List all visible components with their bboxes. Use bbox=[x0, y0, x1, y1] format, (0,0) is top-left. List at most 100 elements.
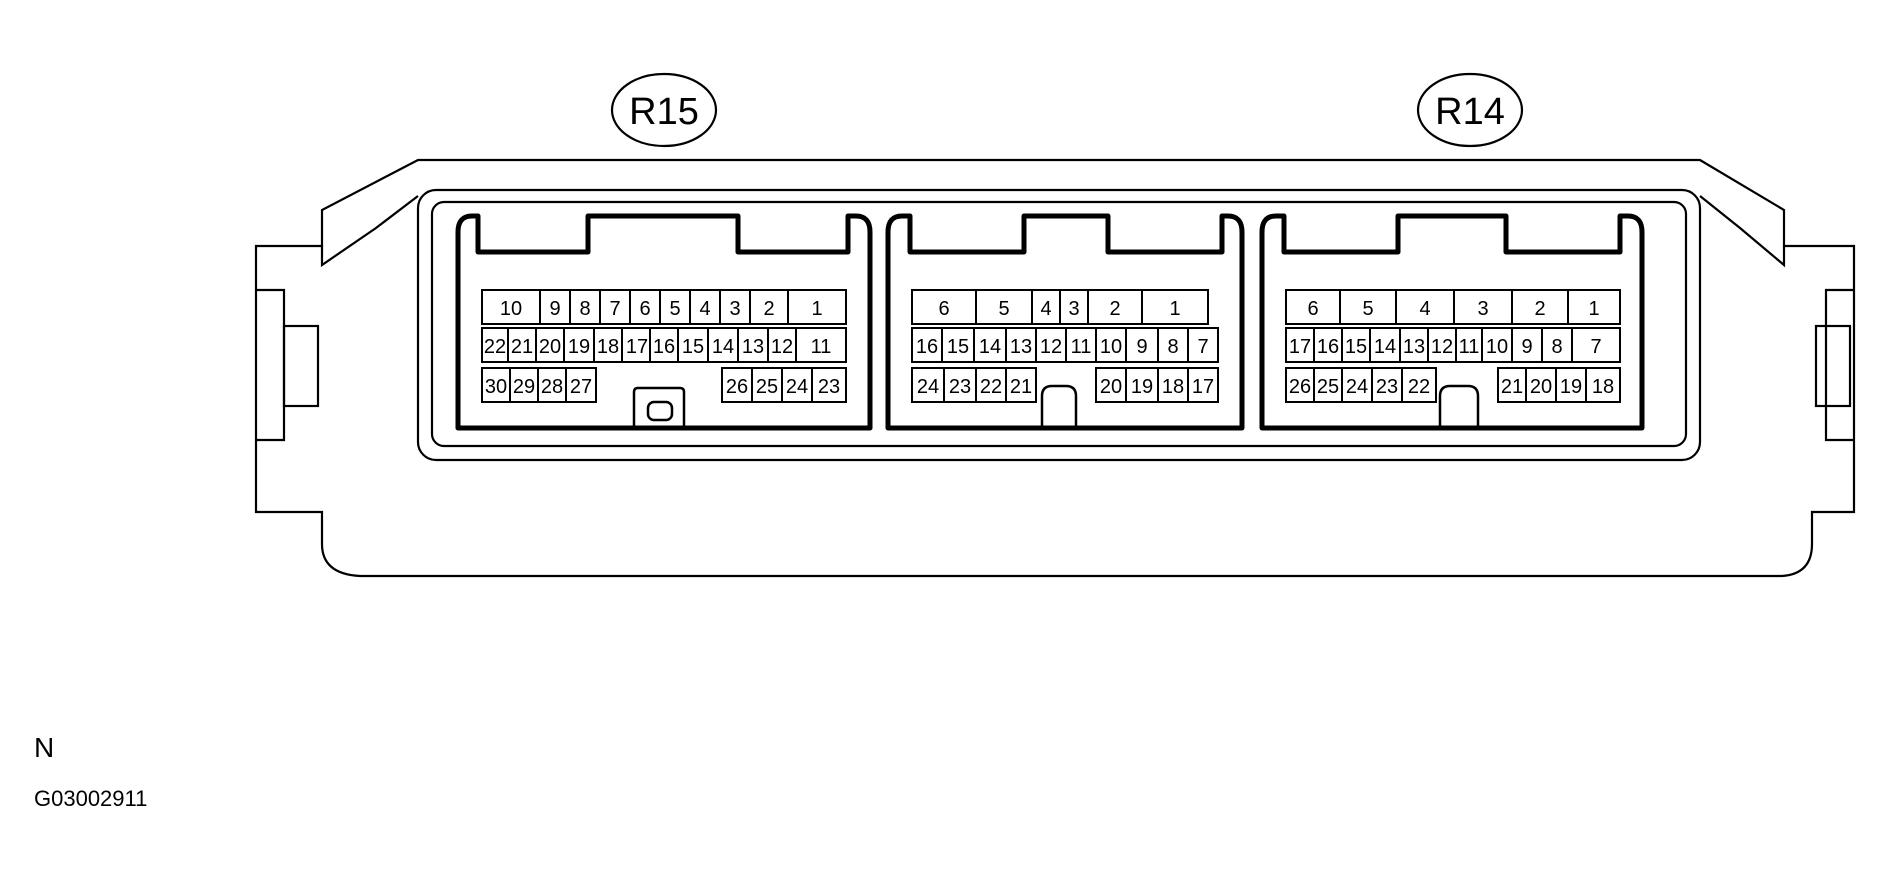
pin-label-r15-block-20: 20 bbox=[539, 336, 561, 358]
pin-label-r14-block-11: 11 bbox=[1459, 336, 1480, 358]
pin-cell-middle-block-1 bbox=[1141, 289, 1209, 325]
pin-cell-r15-block-15 bbox=[677, 327, 709, 363]
pin-cell-r15-block-24 bbox=[781, 367, 813, 403]
pin-label-r14-block-6: 6 bbox=[1307, 298, 1318, 320]
r14-block-frame bbox=[1259, 213, 1645, 431]
housing-left-step bbox=[320, 195, 419, 268]
pin-label-middle-block-1: 1 bbox=[1169, 298, 1180, 320]
pin-cell-middle-block-16 bbox=[911, 327, 943, 363]
left-latch-frame bbox=[256, 288, 286, 442]
pin-label-r15-block-9: 9 bbox=[549, 298, 560, 320]
pin-cell-r15-block-2 bbox=[749, 289, 789, 325]
pin-cell-r15-block-16 bbox=[649, 327, 679, 363]
pin-cell-r14-block-9 bbox=[1511, 327, 1543, 363]
pin-label-r15-block-15: 15 bbox=[682, 336, 704, 358]
pin-cell-r14-block-4 bbox=[1395, 289, 1455, 325]
pin-cell-middle-block-17 bbox=[1187, 367, 1219, 403]
pin-cell-r14-block-21 bbox=[1497, 367, 1527, 403]
pin-label-r15-block-7: 7 bbox=[609, 298, 620, 320]
pin-label-r14-block-21: 21 bbox=[1501, 376, 1523, 398]
middle-block-frame bbox=[885, 213, 1245, 431]
pin-label-middle-block-5: 5 bbox=[998, 298, 1009, 320]
pin-cell-r15-block-7 bbox=[599, 289, 631, 325]
pin-cell-r15-block-21 bbox=[507, 327, 537, 363]
pin-label-r15-block-10: 10 bbox=[500, 298, 522, 320]
pin-label-middle-block-8: 8 bbox=[1167, 336, 1178, 358]
pin-label-r15-block-5: 5 bbox=[669, 298, 680, 320]
pin-label-middle-block-3: 3 bbox=[1068, 298, 1079, 320]
left-latch bbox=[282, 324, 320, 408]
pin-cell-r14-block-2 bbox=[1511, 289, 1569, 325]
pin-label-r15-block-26: 26 bbox=[726, 376, 748, 398]
pin-label-r14-block-19: 19 bbox=[1560, 376, 1582, 398]
pin-cell-r14-block-16 bbox=[1313, 327, 1343, 363]
pin-cell-r15-block-22 bbox=[481, 327, 509, 363]
pin-label-r15-block-8: 8 bbox=[579, 298, 590, 320]
pin-cell-r14-block-11 bbox=[1455, 327, 1483, 363]
pin-label-r14-block-16: 16 bbox=[1317, 336, 1339, 358]
pin-label-r15-block-23: 23 bbox=[818, 376, 840, 398]
pin-cell-middle-block-2 bbox=[1087, 289, 1143, 325]
pin-cell-r14-block-24 bbox=[1341, 367, 1373, 403]
pin-label-r14-block-26: 26 bbox=[1289, 376, 1311, 398]
pin-label-r15-block-29: 29 bbox=[513, 376, 535, 398]
callout-r15-ellipse bbox=[610, 72, 718, 148]
pin-label-r15-block-11: 11 bbox=[811, 336, 832, 358]
pin-cell-r14-block-7 bbox=[1571, 327, 1621, 363]
pin-label-middle-block-6: 6 bbox=[938, 298, 949, 320]
pin-label-middle-block-22: 22 bbox=[980, 376, 1002, 398]
pin-cell-r15-block-11 bbox=[795, 327, 847, 363]
right-latch bbox=[1814, 324, 1852, 408]
housing-outline bbox=[254, 158, 1856, 578]
pin-label-r14-block-12: 12 bbox=[1431, 336, 1453, 358]
pin-label-r15-block-13: 13 bbox=[742, 336, 764, 358]
pin-label-middle-block-10: 10 bbox=[1100, 336, 1122, 358]
pin-cell-r15-block-5 bbox=[659, 289, 691, 325]
pin-label-middle-block-7: 7 bbox=[1197, 336, 1208, 358]
pin-label-middle-block-14: 14 bbox=[979, 336, 1001, 358]
pin-label-r14-block-3: 3 bbox=[1477, 298, 1488, 320]
pin-label-r15-block-19: 19 bbox=[568, 336, 590, 358]
pin-label-middle-block-9: 9 bbox=[1136, 336, 1147, 358]
pin-cell-r15-block-14 bbox=[707, 327, 739, 363]
housing-right-step bbox=[1699, 195, 1786, 268]
pin-cell-middle-block-4 bbox=[1031, 289, 1061, 325]
pin-cell-r14-block-10 bbox=[1481, 327, 1513, 363]
pin-cell-middle-block-3 bbox=[1059, 289, 1089, 325]
pin-label-r15-block-30: 30 bbox=[485, 376, 507, 398]
pin-cell-middle-block-22 bbox=[975, 367, 1007, 403]
middle-key bbox=[1040, 384, 1078, 430]
pin-label-r14-block-9: 9 bbox=[1521, 336, 1532, 358]
pin-cell-r15-block-13 bbox=[737, 327, 769, 363]
pin-label-r15-block-16: 16 bbox=[653, 336, 675, 358]
pin-cell-middle-block-14 bbox=[973, 327, 1007, 363]
pin-cell-r15-block-27 bbox=[565, 367, 597, 403]
pin-cell-middle-block-21 bbox=[1005, 367, 1037, 403]
pin-label-r14-block-8: 8 bbox=[1551, 336, 1562, 358]
pin-cell-r15-block-25 bbox=[751, 367, 783, 403]
pin-cell-r14-block-14 bbox=[1369, 327, 1401, 363]
r14-key bbox=[1438, 384, 1480, 430]
pin-cell-r15-block-9 bbox=[539, 289, 571, 325]
pin-label-r15-block-2: 2 bbox=[763, 298, 774, 320]
pin-label-r14-block-14: 14 bbox=[1374, 336, 1396, 358]
pin-label-r14-block-25: 25 bbox=[1317, 376, 1339, 398]
pin-label-r14-block-20: 20 bbox=[1530, 376, 1552, 398]
pin-label-r14-block-4: 4 bbox=[1419, 298, 1430, 320]
pin-label-r14-block-15: 15 bbox=[1345, 336, 1367, 358]
pin-cell-middle-block-6 bbox=[911, 289, 977, 325]
callout-r14-ellipse bbox=[1416, 72, 1524, 148]
pin-cell-r14-block-22 bbox=[1401, 367, 1437, 403]
pin-label-r15-block-14: 14 bbox=[712, 336, 734, 358]
pin-label-middle-block-24: 24 bbox=[917, 376, 939, 398]
pin-label-middle-block-13: 13 bbox=[1010, 336, 1032, 358]
pin-cell-r15-block-17 bbox=[621, 327, 653, 363]
pin-label-r14-block-2: 2 bbox=[1534, 298, 1545, 320]
pin-cell-r15-block-26 bbox=[721, 367, 753, 403]
pin-label-middle-block-15: 15 bbox=[947, 336, 969, 358]
pin-cell-r14-block-6 bbox=[1285, 289, 1341, 325]
pin-label-middle-block-12: 12 bbox=[1040, 336, 1062, 358]
pin-label-r14-block-22: 22 bbox=[1408, 376, 1430, 398]
pin-cell-r15-block-30 bbox=[481, 367, 511, 403]
inner-frame-lip bbox=[430, 200, 1688, 448]
